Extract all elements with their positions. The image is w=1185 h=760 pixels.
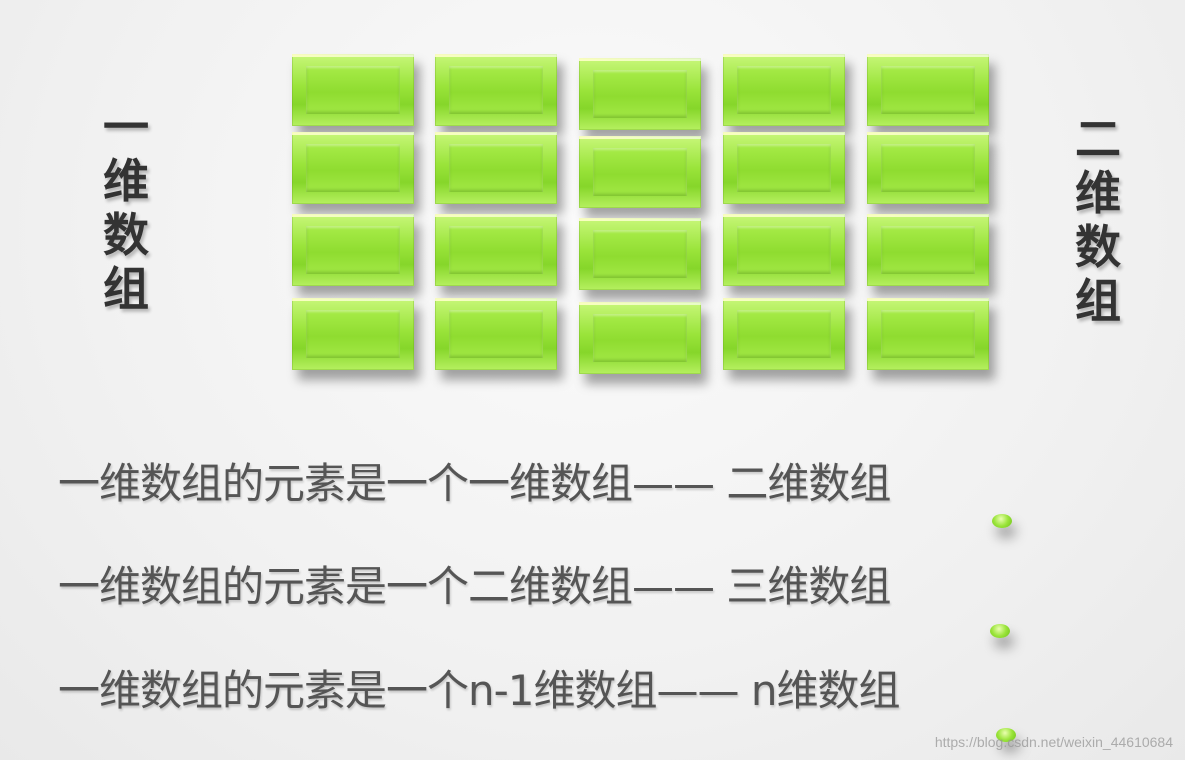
- label-char: 数: [103, 208, 149, 262]
- label-char: 组: [1075, 274, 1121, 328]
- line-result: 二维数组: [726, 459, 891, 508]
- line-prefix: 一维数组的元素是一个二维数组——: [58, 562, 715, 611]
- array-cell: [292, 298, 414, 370]
- array-cell: [867, 298, 989, 370]
- array-cell: [723, 298, 845, 370]
- array-cell: [579, 136, 701, 208]
- line-result: n维数组: [750, 666, 901, 715]
- label-char: 二: [1075, 112, 1121, 166]
- line-result: 三维数组: [726, 562, 891, 611]
- bullet-dot-icon: [992, 514, 1012, 528]
- two-dimensional-array-label: 二 维 数 组: [1068, 112, 1128, 328]
- label-char: 维: [1075, 166, 1121, 220]
- label-char: 数: [1075, 220, 1121, 274]
- watermark: https://blog.csdn.net/weixin_44610684: [934, 734, 1173, 750]
- array-cell: [579, 218, 701, 290]
- array-grid: [292, 54, 989, 374]
- array-cell: [435, 214, 557, 286]
- array-cell: [435, 298, 557, 370]
- array-cell: [867, 54, 989, 126]
- line-prefix: 一维数组的元素是一个一维数组——: [58, 459, 715, 508]
- line-prefix: 一维数组的元素是一个n-1维数组——: [58, 666, 739, 715]
- definition-line-2d: 一维数组的元素是一个一维数组—— 二维数组: [58, 450, 891, 511]
- one-dimensional-array-label: 一 维 数 组: [96, 100, 156, 316]
- array-cell: [579, 302, 701, 374]
- array-cell: [579, 58, 701, 130]
- array-cell: [867, 132, 989, 204]
- definition-line-3d: 一维数组的元素是一个二维数组—— 三维数组: [58, 553, 891, 614]
- array-cell: [723, 132, 845, 204]
- array-cell: [292, 214, 414, 286]
- array-cell: [292, 54, 414, 126]
- definition-line-nd: 一维数组的元素是一个n-1维数组—— n维数组: [58, 657, 901, 718]
- label-char: 组: [103, 262, 149, 316]
- bullet-dot-icon: [996, 728, 1016, 742]
- label-char: 一: [103, 100, 149, 154]
- array-cell: [723, 54, 845, 126]
- array-cell: [292, 132, 414, 204]
- array-cell: [723, 214, 845, 286]
- bullet-dot-icon: [990, 624, 1010, 638]
- array-cell: [435, 132, 557, 204]
- label-char: 维: [103, 154, 149, 208]
- array-cell: [867, 214, 989, 286]
- array-cell: [435, 54, 557, 126]
